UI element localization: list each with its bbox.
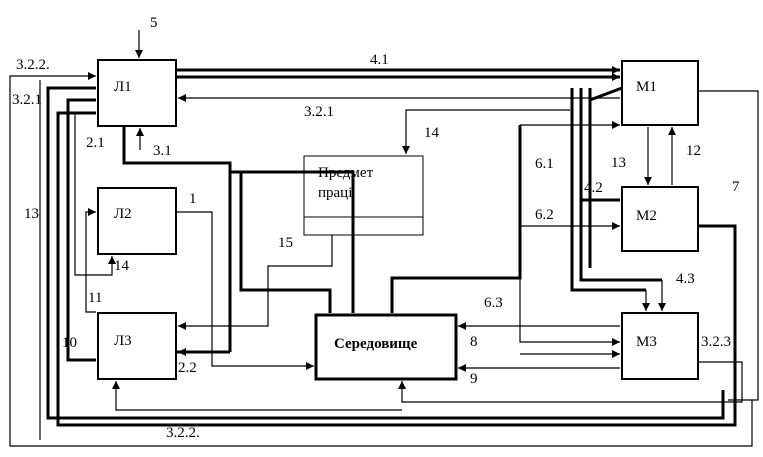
flow-env-up [239,172,332,313]
flow-1 [176,211,314,370]
block-environment-title: Середовище [334,336,418,352]
label-12: 12 [686,143,701,159]
bus-m1-m3-a [570,88,646,292]
flow-11 [85,208,96,313]
block-m2: М2 [621,186,699,252]
block-l3-title: Л3 [114,333,132,349]
flow-6-3 [519,278,620,346]
flow-labels: 5 3.2.2. 3.2.1 4.1 3.2.1 14 2.1 3.1 13 1… [12,15,740,441]
flow-3-2-3 [398,361,743,403]
label-14-top: 14 [424,125,440,141]
block-m1-title: М1 [636,79,657,95]
block-l1: Л1 [97,59,177,127]
block-l2: Л2 [97,187,177,255]
label-6-2: 6.2 [535,207,554,223]
flow-3-2-2-outer [9,72,753,447]
label-6-3: 6.3 [484,295,503,311]
label-3-2-3: 3.2.3 [701,334,731,350]
block-l1-title: Л1 [114,79,132,95]
block-environment: Середовище [314,313,458,381]
label-8: 8 [470,334,478,350]
label-14-mid: 14 [114,258,130,274]
label-7: 7 [732,179,740,195]
label-5: 5 [150,15,158,31]
label-9: 9 [470,371,478,387]
thin-connectors [9,30,759,447]
block-m3-title: М3 [636,334,657,350]
thick-connectors [46,66,737,427]
label-4-2: 4.2 [584,180,603,196]
block-m1: М1 [621,60,699,126]
block-subject-of-labour: Предмет праці [303,155,424,236]
block-l2-title: Л2 [114,206,132,222]
flow-3-2-1-loop [56,111,737,427]
flow-3-2-2-loop [46,86,725,420]
block-m2-title: М2 [636,208,657,224]
flow-7 [698,90,759,401]
label-3-1: 3.1 [153,143,172,159]
label-3-2-1-left: 3.2.1 [12,92,42,108]
flow-3-1 [122,127,355,313]
block-m3: М3 [621,312,699,380]
flow-14-mid [74,112,116,276]
subject-title-line2: праці [318,185,352,201]
label-2-1: 2.1 [86,135,105,151]
bus-m1-m3-b [579,88,662,282]
flow-6-bus [390,125,522,313]
label-11: 11 [88,290,102,306]
label-6-1: 6.1 [535,156,554,172]
label-3-2-1-mid: 3.2.1 [304,104,334,120]
label-15: 15 [278,235,293,251]
label-13-right: 13 [611,155,626,171]
flow-14-top [402,109,570,154]
label-2-2: 2.2 [178,360,197,376]
label-10: 10 [62,335,77,351]
label-1: 1 [189,191,197,207]
label-3-2-2-bottom: 3.2.2. [166,425,200,441]
flow-15 [178,235,333,330]
label-3-2-2-top: 3.2.2. [16,57,50,73]
label-13-left: 13 [24,206,39,222]
flow-l3-bottom [112,381,402,411]
flow-10 [66,98,96,362]
label-4-1: 4.1 [370,52,389,68]
block-l3: Л3 [97,312,177,380]
label-4-3: 4.3 [676,271,695,287]
